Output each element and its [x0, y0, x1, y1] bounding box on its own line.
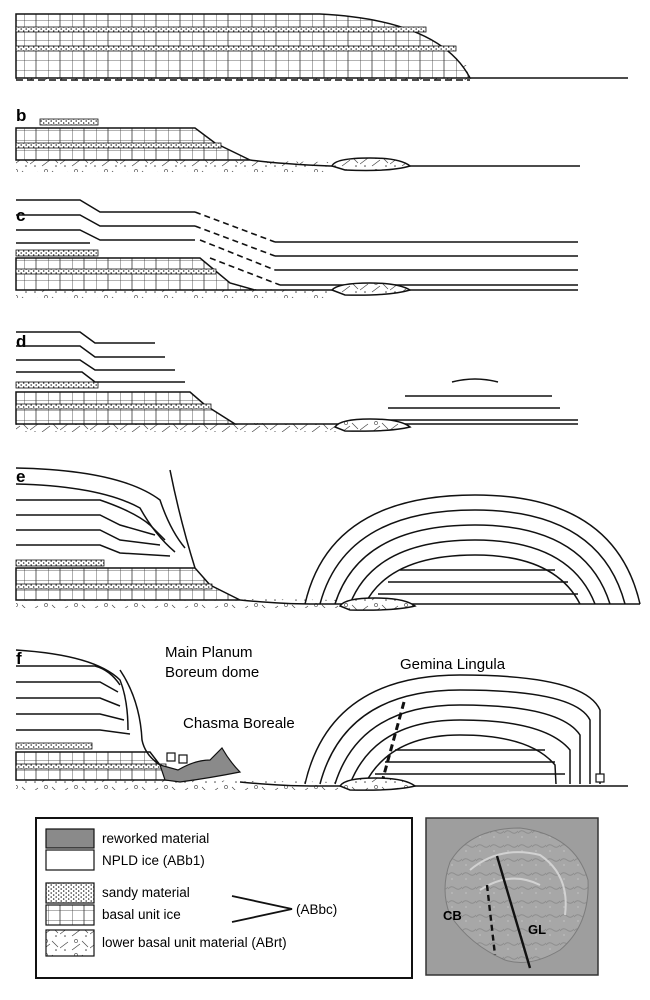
panel-f-lower-basal	[16, 778, 340, 790]
panel-b-lower-basal	[16, 158, 330, 172]
map-section-dashed	[485, 884, 497, 956]
legend-swatch-sandy	[45, 882, 95, 904]
panel-c-lens	[330, 282, 412, 296]
legend-label-sandy: sandy material	[102, 885, 190, 900]
legend-swatch-basal	[45, 904, 95, 926]
panel-e: e	[15, 467, 641, 611]
map-cap-swirl	[469, 851, 567, 916]
panel-b: b	[15, 106, 580, 172]
panel-b-lens	[331, 157, 412, 172]
panel-c-distal-layers	[275, 241, 578, 286]
panel-f-sandy-band	[15, 763, 167, 770]
panel-letter-b: b	[16, 106, 26, 125]
panel-f-sandy-block	[178, 754, 188, 764]
legend-group-label: (ABbc)	[296, 902, 337, 917]
panel-f-dome-layers	[375, 749, 565, 775]
panel-d-npld-layers	[16, 331, 185, 383]
panel-c: c	[15, 199, 578, 298]
panel-a: a	[15, 8, 628, 81]
panel-c-dashed-links	[194, 211, 281, 286]
label-boreum-dome: Boreum dome	[165, 664, 259, 681]
legend-swatch-lower	[45, 929, 95, 957]
panel-e-lens	[338, 597, 417, 611]
panel-c-npld-layers	[16, 199, 195, 244]
panel-f-npld-layers	[15, 649, 131, 735]
map-label-cb: CB	[443, 908, 462, 923]
panel-f-lens	[338, 777, 417, 791]
map-label-gl: GL	[528, 922, 546, 937]
map-section-solid	[495, 855, 532, 969]
panel-c-sandy-band	[15, 249, 99, 257]
panel-f-surface	[239, 781, 628, 787]
panel-b-sandy-band	[39, 118, 99, 126]
legend-label-basal: basal unit ice	[102, 907, 181, 922]
panel-d-sandy-band	[15, 403, 212, 410]
panel-b-surface	[249, 159, 580, 167]
map-inset: CB GL	[425, 817, 599, 976]
panel-e-sandy-band	[15, 583, 213, 590]
panel-f-sandy-band	[15, 742, 93, 750]
panel-f-scarp	[119, 669, 161, 766]
panel-f-dashed-section	[380, 701, 406, 783]
legend-bracket	[231, 895, 293, 923]
panel-f-sandy-block	[595, 773, 605, 783]
panel-e-scarp	[169, 469, 196, 569]
panel-a-sandy-band	[15, 45, 457, 52]
panel-c-sandy-band	[15, 268, 217, 275]
legend-label-reworked: reworked material	[102, 831, 209, 846]
panel-d: d	[15, 331, 578, 432]
label-gemina-lingula: Gemina Lingula	[400, 656, 506, 673]
legend-swatch-npld	[45, 849, 95, 871]
legend-swatch-reworked	[45, 828, 95, 849]
panel-d-sandy-band	[15, 381, 99, 389]
panel-e-surface	[239, 599, 640, 605]
legend: reworked material NPLD ice (ABb1) sandy …	[35, 817, 413, 979]
panel-letter-d: d	[16, 332, 26, 351]
legend-label-npld: NPLD ice (ABb1)	[102, 853, 205, 868]
label-chasma-boreale: Chasma Boreale	[183, 715, 295, 732]
panel-e-sandy-band	[15, 559, 105, 567]
panel-a-sandy-band	[15, 26, 427, 33]
panel-f-dome-arcs	[304, 674, 601, 785]
panel-letter-e: e	[16, 467, 25, 486]
panel-b-sandy-band	[15, 142, 222, 149]
panel-e-dome-layers	[378, 569, 578, 595]
panel-f-reworked	[159, 747, 242, 783]
panel-f-sandy-block	[166, 752, 176, 762]
panel-e-npld-layers	[15, 467, 186, 557]
panel-f: f Main P	[15, 644, 628, 791]
panel-d-lens	[333, 418, 412, 432]
legend-label-lower: lower basal unit material (ABrt)	[102, 935, 287, 950]
label-main-planum: Main Planum	[165, 644, 253, 661]
legend-box	[35, 817, 413, 979]
panel-letter-f: f	[16, 649, 22, 668]
panel-d-distal-layers	[370, 378, 578, 421]
panel-e-dome-arcs	[304, 494, 641, 605]
